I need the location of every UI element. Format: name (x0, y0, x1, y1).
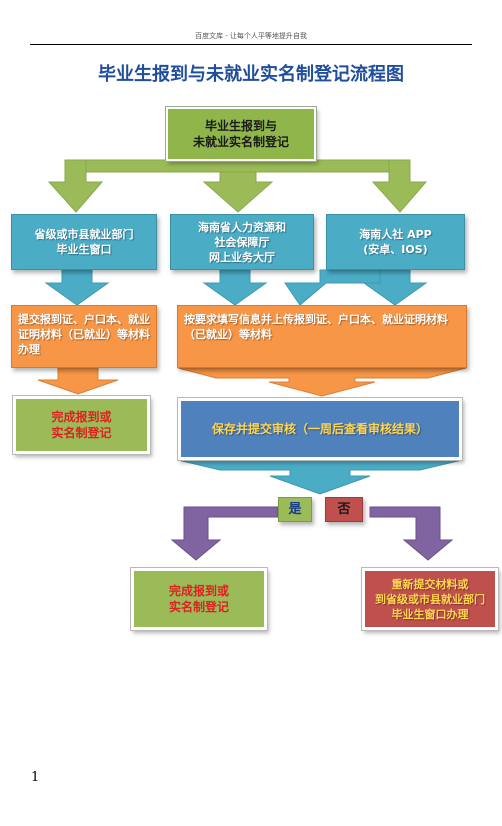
header-divider (30, 44, 472, 45)
done-left-line2: 实名制登记 (51, 426, 112, 440)
yes-box: 是 (278, 497, 312, 522)
page-number: 1 (31, 770, 40, 785)
channel-county-line2: 毕业生窗口 (56, 243, 112, 256)
green-fork-arrow (47, 159, 428, 213)
no-box: 否 (325, 497, 363, 522)
channel-app-line2: (安卓、IOS) (363, 243, 428, 256)
channel-county-box: 省级或市县就业部门 毕业生窗口 (11, 214, 157, 270)
channel-app-box: 海南人社 APP (安卓、IOS) (326, 214, 465, 270)
submit-materials-box: 提交报到证、户口本、就业证明材料（已就业）等材料办理 (11, 305, 157, 368)
done-left-line1: 完成报到或 (51, 410, 112, 424)
blue-arrows (44, 269, 428, 306)
channel-online-box: 海南省人力资源和 社会保障厅 网上业务大厅 (170, 214, 314, 270)
flow-start-box: 毕业生报到与 未就业实名制登记 (165, 106, 317, 162)
channel-app-line1: 海南人社 APP (359, 228, 432, 241)
purple-arrow-left (170, 506, 279, 561)
channel-county-line1: 省级或市县就业部门 (34, 228, 134, 241)
channel-online-line1: 海南省人力资源和 (198, 220, 286, 234)
submit-materials-text: 提交报到证、户口本、就业证明材料（已就业）等材料办理 (18, 313, 150, 356)
channel-online-line3: 网上业务大厅 (209, 250, 275, 264)
online-upload-text: 按要求填写信息并上传报到证、户口本、就业证明材料（已就业）等材料 (184, 313, 448, 341)
purple-arrow-right (369, 506, 454, 561)
online-upload-box: 按要求填写信息并上传报到证、户口本、就业证明材料（已就业）等材料 (177, 305, 467, 368)
done-bottom-box: 完成报到或 实名制登记 (130, 567, 268, 631)
yes-label: 是 (288, 502, 302, 517)
orange-arrow-left (37, 367, 119, 395)
document-caption: 百度文库 - 让每个人平等地提升自我 (195, 32, 307, 40)
resubmit-line3: 毕业生窗口办理 (391, 607, 469, 621)
blue-funnel-arrow (177, 459, 463, 495)
resubmit-line2: 到省级或市县就业部门 (375, 592, 485, 606)
done-bottom-line1: 完成报到或 (168, 584, 229, 598)
save-submit-text: 保存并提交审核（一周后查看审核结果） (211, 421, 428, 436)
orange-funnel-arrow (177, 367, 467, 397)
resubmit-box: 重新提交材料或 到省级或市县就业部门 毕业生窗口办理 (361, 567, 499, 631)
resubmit-line1: 重新提交材料或 (391, 577, 469, 591)
page-title: 毕业生报到与未就业实名制登记流程图 (98, 64, 404, 85)
done-bottom-line2: 实名制登记 (168, 600, 229, 614)
save-submit-box: 保存并提交审核（一周后查看审核结果） (177, 397, 463, 461)
done-left-box: 完成报到或 实名制登记 (12, 395, 151, 455)
flow-start-line1: 毕业生报到与 (204, 119, 277, 133)
channel-online-line2: 社会保障厅 (214, 235, 270, 249)
flow-start-line2: 未就业实名制登记 (192, 135, 289, 149)
no-label: 否 (337, 502, 351, 517)
